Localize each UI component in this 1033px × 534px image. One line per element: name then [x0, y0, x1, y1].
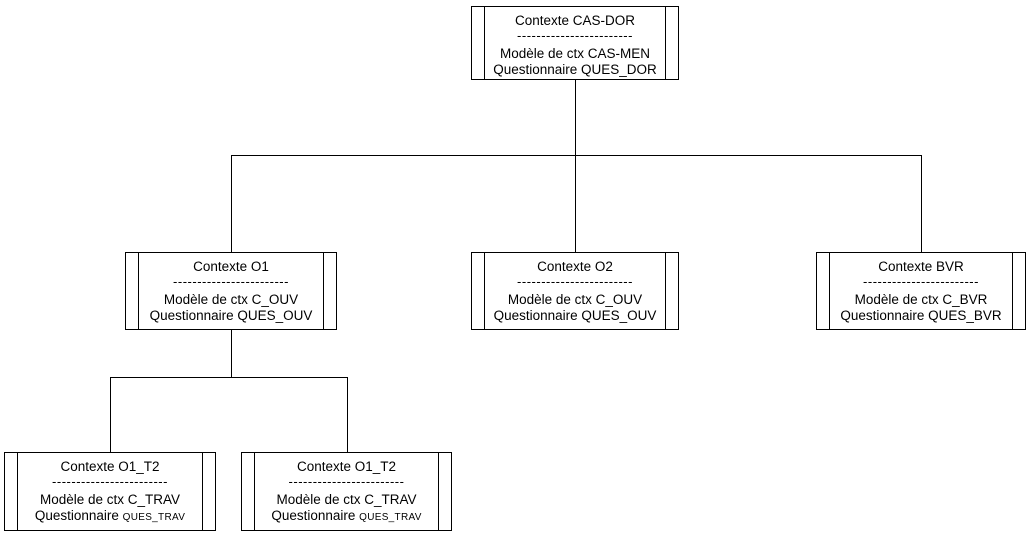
node-model-line: Modèle de ctx C_TRAV	[39, 492, 181, 507]
node-divider: ------------------------	[288, 474, 405, 489]
node-title: Contexte BVR	[878, 259, 964, 274]
node-model-line: Modèle de ctx C_OUV	[163, 292, 299, 307]
connector-drop-o2	[575, 155, 576, 252]
node-left-compartment	[472, 253, 485, 329]
node-contexte-o1-t2-left[interactable]: Contexte O1_T2 ------------------------ …	[4, 452, 216, 531]
node-content: Contexte O1_T2 ------------------------ …	[255, 453, 438, 530]
node-divider: ------------------------	[517, 28, 633, 43]
node-right-compartment	[202, 453, 215, 530]
node-questionnaire-line: Questionnaire QUES_OUV	[494, 308, 657, 324]
questionnaire-value: QUES_OUV	[237, 308, 313, 323]
node-left-compartment	[472, 7, 485, 79]
questionnaire-label: Questionnaire	[271, 508, 356, 523]
node-questionnaire-line: Questionnaire QUES_BVR	[840, 308, 1001, 324]
node-right-compartment	[665, 7, 678, 79]
node-content: Contexte O1 ------------------------ Mod…	[139, 253, 323, 329]
node-left-compartment	[817, 253, 830, 329]
node-contexte-bvr[interactable]: Contexte BVR ------------------------ Mo…	[816, 252, 1026, 330]
node-left-compartment	[126, 253, 139, 329]
node-title: Contexte O1	[193, 259, 269, 274]
node-content: Contexte O1_T2 ------------------------ …	[18, 453, 202, 530]
connector-o1-stem	[231, 330, 232, 377]
node-title: Contexte O1_T2	[60, 459, 160, 474]
node-left-compartment	[242, 453, 255, 530]
node-contexte-o1-t2-right[interactable]: Contexte O1_T2 ------------------------ …	[241, 452, 452, 531]
node-content: Contexte O2 ------------------------ Mod…	[485, 253, 665, 329]
connector-drop-bvr	[921, 155, 922, 252]
node-questionnaire-line: Questionnaire QUES_OUV	[150, 308, 313, 324]
connector-drop-o1t2-a	[110, 377, 111, 452]
node-divider: ------------------------	[52, 474, 168, 489]
node-divider: ------------------------	[173, 274, 289, 289]
questionnaire-label: Questionnaire	[493, 62, 578, 77]
questionnaire-label: Questionnaire	[34, 508, 119, 523]
node-content: Contexte BVR ------------------------ Mo…	[830, 253, 1012, 329]
node-contexte-o2[interactable]: Contexte O2 ------------------------ Mod…	[471, 252, 679, 330]
node-title: Contexte O2	[537, 259, 613, 274]
node-title: Contexte O1_T2	[296, 459, 397, 474]
node-left-compartment	[5, 453, 18, 530]
questionnaire-value: QUES_OUV	[581, 308, 657, 323]
node-title: Contexte CAS-DOR	[514, 13, 636, 28]
connector-bus-level3	[110, 377, 348, 378]
node-divider: ------------------------	[517, 274, 633, 289]
connector-drop-o1	[231, 155, 232, 252]
node-contexte-cas-dor[interactable]: Contexte CAS-DOR -----------------------…	[471, 6, 679, 80]
connector-bus-level2	[231, 155, 922, 156]
node-questionnaire-line: Questionnaire QUES_TRAV	[271, 508, 421, 526]
node-questionnaire-line: Questionnaire QUES_DOR	[493, 62, 657, 78]
questionnaire-value: QUES_BVR	[928, 308, 1002, 323]
questionnaire-value: QUES_TRAV	[359, 512, 422, 523]
node-right-compartment	[323, 253, 336, 329]
node-contexte-o1[interactable]: Contexte O1 ------------------------ Mod…	[125, 252, 337, 330]
questionnaire-label: Questionnaire	[493, 308, 578, 323]
node-content: Contexte CAS-DOR -----------------------…	[485, 7, 665, 79]
node-right-compartment	[438, 453, 451, 530]
node-divider: ------------------------	[863, 274, 979, 289]
node-model-line: Modèle de ctx CAS-MEN	[499, 46, 651, 61]
questionnaire-label: Questionnaire	[149, 308, 234, 323]
connector-drop-o1t2-b	[347, 377, 348, 452]
node-model-line: Modèle de ctx C_TRAV	[276, 492, 417, 507]
node-model-line: Modèle de ctx C_BVR	[854, 292, 988, 307]
questionnaire-value: QUES_TRAV	[122, 512, 186, 523]
questionnaire-value: QUES_DOR	[581, 62, 657, 77]
node-questionnaire-line: Questionnaire QUES_TRAV	[35, 508, 185, 526]
node-right-compartment	[665, 253, 678, 329]
node-model-line: Modèle de ctx C_OUV	[507, 292, 643, 307]
node-right-compartment	[1012, 253, 1025, 329]
questionnaire-label: Questionnaire	[840, 308, 925, 323]
connector-root-stem	[575, 80, 576, 155]
